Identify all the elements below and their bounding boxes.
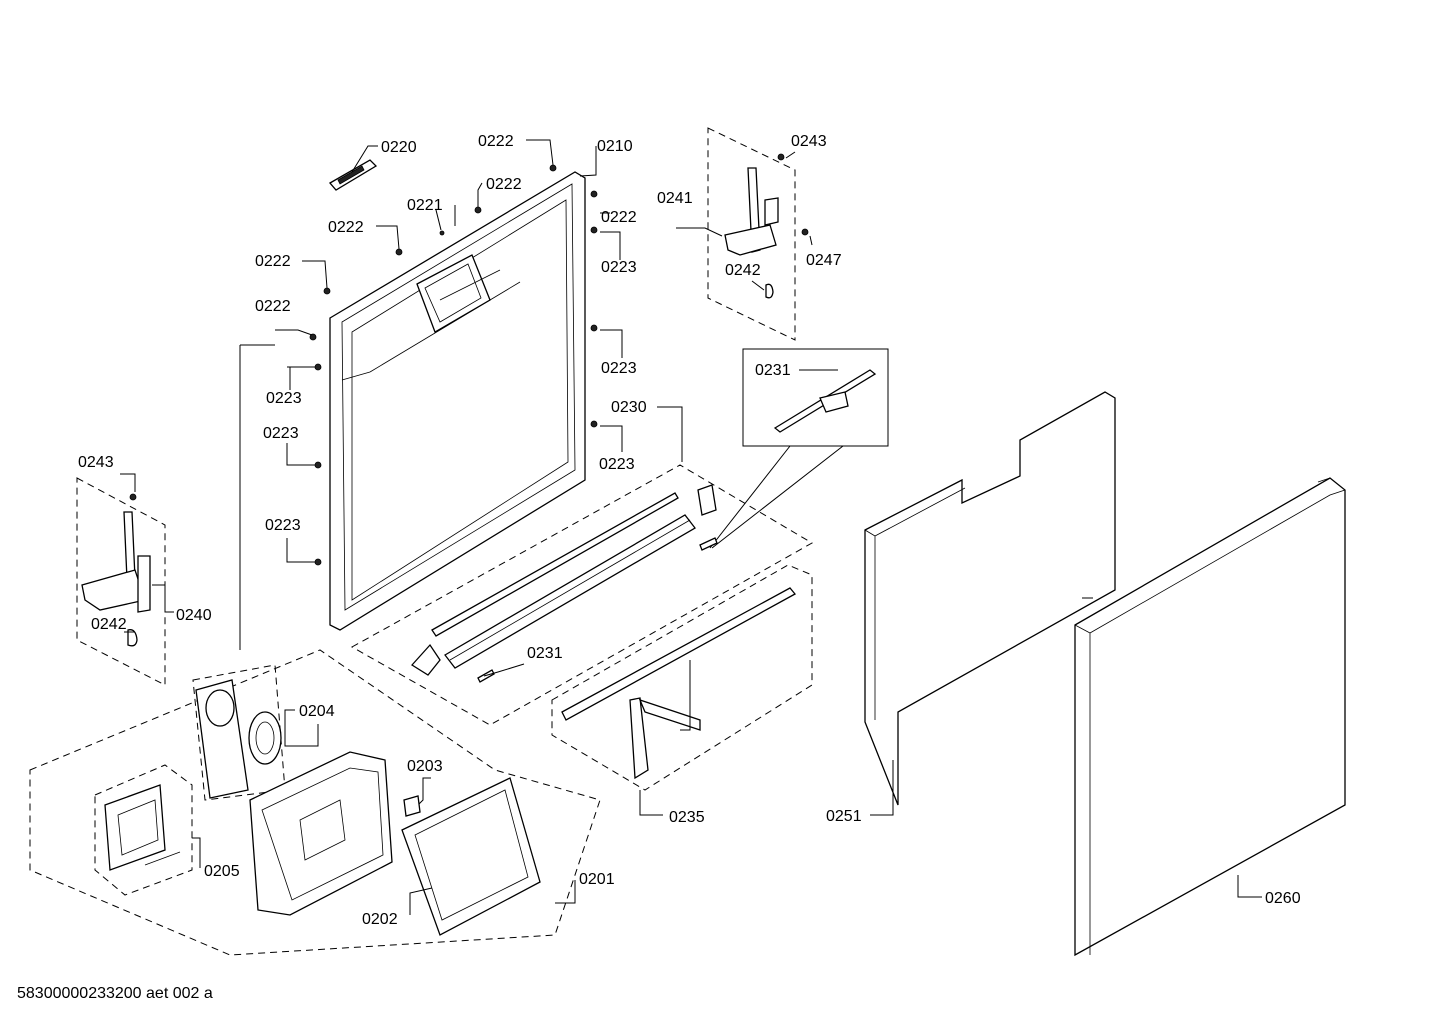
label-0222-top: 0222: [478, 133, 514, 150]
part-0220-latch: [328, 159, 378, 191]
label-0223-r3: 0223: [599, 456, 635, 473]
front-panel-0260: [1074, 477, 1346, 957]
label-0223-l2: 0223: [263, 425, 299, 442]
drawing-reference-footer: 58300000233200 aet 002 a: [17, 985, 213, 1002]
part-labels: 0220 0222 0210 0222 0221 0222 0222 0223 …: [78, 133, 1301, 928]
label-0203: 0203: [407, 758, 443, 775]
rails-group-0230: [350, 464, 813, 726]
label-0222-left1: 0222: [255, 253, 291, 270]
label-0251: 0251: [826, 808, 862, 825]
control-panel-group-0201: [29, 649, 601, 956]
label-0221: 0221: [407, 197, 443, 214]
label-0222-right: 0222: [601, 209, 637, 226]
label-0202: 0202: [362, 911, 398, 928]
leader-lines: [120, 139, 1262, 915]
label-0240: 0240: [176, 607, 212, 624]
label-0242-right: 0242: [725, 262, 761, 279]
hinge-left-group: [76, 477, 166, 686]
label-0260: 0260: [1265, 890, 1301, 907]
label-0243-right: 0243: [791, 133, 827, 150]
label-0241: 0241: [657, 190, 693, 207]
label-0223-l1: 0223: [266, 390, 302, 407]
label-0231-inset: 0231: [755, 362, 791, 379]
label-0235: 0235: [669, 809, 705, 826]
label-0223-r1: 0223: [601, 259, 637, 276]
label-0223-r2: 0223: [601, 360, 637, 377]
label-0204: 0204: [299, 703, 335, 720]
label-0247: 0247: [806, 252, 842, 269]
label-0222-upper: 0222: [486, 176, 522, 193]
label-0220: 0220: [381, 139, 417, 156]
label-0243-left: 0243: [78, 454, 114, 471]
label-0222-left2: 0222: [255, 298, 291, 315]
label-0201: 0201: [579, 871, 615, 888]
bracket-group-0235: [551, 564, 813, 791]
inset-0231-box: [709, 348, 889, 549]
label-0242-left: 0242: [91, 616, 127, 633]
label-0223-l3: 0223: [265, 517, 301, 534]
inner-door-frame: [329, 171, 586, 631]
label-0205: 0205: [204, 863, 240, 880]
hinge-right-group: [707, 127, 796, 341]
label-0210: 0210: [597, 138, 633, 155]
label-0230: 0230: [611, 399, 647, 416]
label-0231-rail: 0231: [527, 645, 563, 662]
label-0222-mid: 0222: [328, 219, 364, 236]
